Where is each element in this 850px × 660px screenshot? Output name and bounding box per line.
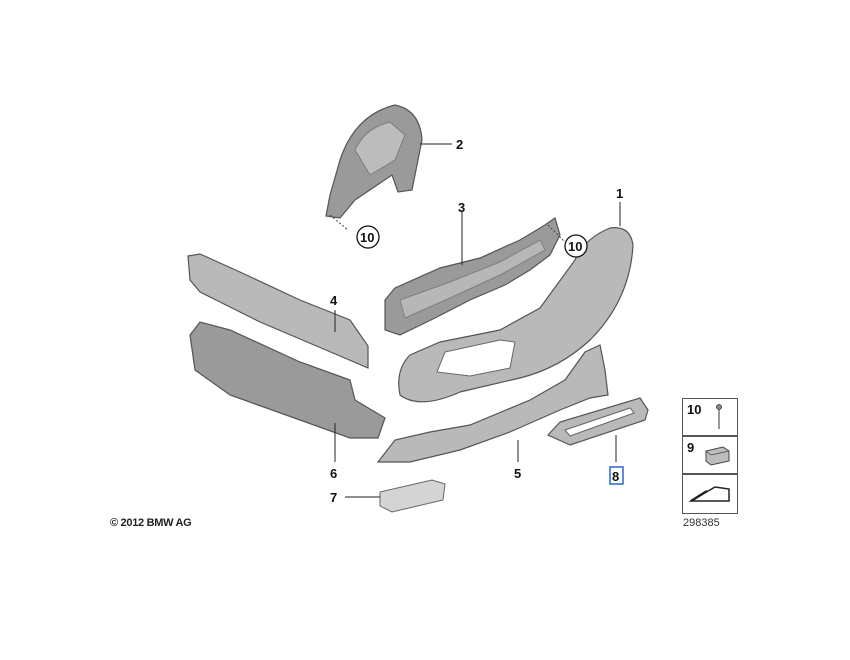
clip-icon [705, 446, 730, 466]
callout-5[interactable]: 5 [514, 466, 521, 481]
legend-item-9[interactable]: 9 [682, 436, 738, 474]
part-6-lower-cover[interactable] [189, 321, 386, 462]
callout-8[interactable]: 8 [612, 469, 619, 484]
callout-2[interactable]: 2 [456, 137, 463, 152]
part-5-lower-strip[interactable] [376, 344, 609, 463]
circle-10-a-label: 10 [360, 230, 374, 245]
legend-item-arrow [682, 474, 738, 514]
part-7-clip[interactable] [345, 479, 446, 513]
callout-7[interactable]: 7 [330, 490, 337, 505]
part-1-side-panel[interactable] [398, 202, 634, 403]
legend-item-10[interactable]: 10 [682, 398, 738, 436]
callout-1[interactable]: 1 [616, 186, 623, 201]
screw-icon [716, 404, 722, 429]
copyright-text: © 2012 BMW AG [110, 517, 192, 529]
arrow-wedge-icon [688, 486, 730, 503]
callout-3[interactable]: 3 [458, 200, 465, 215]
part-8-small-cover[interactable] [546, 397, 649, 485]
callout-6[interactable]: 6 [330, 466, 337, 481]
legend-item-9-label: 9 [687, 440, 695, 455]
part-4-rail-cover[interactable] [187, 253, 369, 369]
circle-10-b[interactable]: 10 [564, 234, 588, 258]
callout-4[interactable]: 4 [330, 293, 338, 308]
circle-10-a[interactable]: 10 [356, 225, 380, 249]
part-2-cover[interactable] [325, 104, 452, 231]
diagram-id: 298385 [683, 517, 720, 529]
part-3-trim[interactable] [384, 212, 566, 336]
selection-highlight [609, 466, 624, 485]
circle-10-b-label: 10 [568, 239, 582, 254]
legend-item-10-label: 10 [687, 402, 702, 417]
